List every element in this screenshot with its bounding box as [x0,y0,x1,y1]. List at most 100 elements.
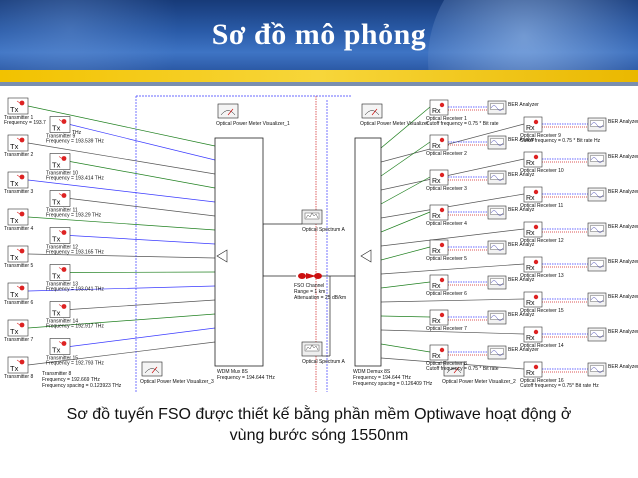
receiver-name: Optical Receiver 14 [520,343,564,349]
transmitter-frequency: Frequency = 193.165 THz [46,250,104,256]
ber-analyzer-left: BER Analyzer [487,345,539,360]
receiver-name: Optical Receiver 13 [520,273,564,279]
receiver-name: Optical Receiver 2 [426,151,467,157]
laser-icon [19,100,25,106]
laser-ray [58,119,63,122]
receiver-cutoff: Cutoff frequency = 0.75 * Bit rate [426,121,499,127]
laser-ray [58,156,63,159]
ber-screen [490,278,504,285]
receiver-cutoff: Cutoff frequency = 0.75 * Bit rate [426,366,499,372]
meter-label: Optical Power Meter Visualizer [360,121,429,127]
tx-icon-label: Tx [10,179,19,188]
laser-ray [16,137,21,141]
tx-icon-label: Tx [52,124,61,133]
receiver-name: Optical Receiver 10 [520,168,564,174]
header-accent-band [0,70,638,82]
demux-to-rx-wire-right [380,193,525,219]
ber-analyzer-left: BER Analyz [487,170,535,185]
receiver-name: Optical Receiver 6 [426,291,467,297]
laser-icon [19,322,25,328]
ber-analyzer-right: BER Analyzer_9 [587,117,638,132]
caption-line-1: Sơ đồ tuyến FSO được thiết kế bằng phần … [66,406,572,423]
wdm-demux-box [354,137,382,367]
ber-analyzer-left: BER Analyz [487,135,535,150]
tx-icon-label: Tx [10,105,19,114]
receiver-name: Optical Receiver 12 [520,238,564,244]
laser-ray [16,100,21,104]
ber-eye [590,297,604,303]
slide-caption: Sơ đồ tuyến FSO được thiết kế bằng phần … [0,404,638,446]
laser-icon [61,267,67,272]
mux-name: WDM Mux 8S [217,369,249,375]
receiver-name: Optical Receiver 11 [520,203,563,209]
ber-analyzer-right: BER Analyzer_10 [587,152,638,167]
laser-ray [16,248,21,252]
ber-label: BER Analyzer_13 [608,259,638,265]
fso-transmit-lens [298,273,306,279]
transmitter-name: Transmitter 13 [46,282,78,288]
laser-ray [58,341,63,344]
ber-label: BER Analyz [508,137,535,143]
ber-label: BER Analyzer [508,102,539,108]
ber-analyzer-left: BER Analyz [487,205,535,220]
ber-label: BER Analyzer_15 [608,329,638,335]
transmitter-name: Transmitter 8 [42,371,71,377]
demux-to-rx-wire-right [380,263,525,275]
photodiode-icon [533,259,539,265]
ber-eye [590,262,604,268]
transmitter-name: Transmitter 10 [46,171,78,177]
ber-label: BER Analyz [508,207,535,213]
photodiode-icon [439,207,445,213]
receiver-name: Optical Receiver 16 [520,378,564,384]
transmitter-name: Transmitter 14 [46,319,78,325]
transmitter-frequency: Frequency = 193.041 THz [46,287,104,293]
rx-icon-label: Rx [432,213,441,220]
ber-label: BER Analyzer_14 [608,294,638,300]
optical-power-meter-3: Optical Power Meter Visualizer_3 [140,361,214,385]
rx-icon-label: Rx [432,353,441,360]
ber-eye [590,227,604,233]
ber-analyzer-left: BER Analyzer [487,100,539,115]
meter-needle [151,366,158,374]
photodiode-icon [439,277,445,283]
photodiode-icon [533,189,539,195]
ber-label: BER Analyzer_10 [608,154,638,160]
meter-dial [364,110,380,116]
receiver-name: Optical Receiver 7 [426,326,467,332]
transmitter-name: Transmitter 6 [4,300,33,306]
photodiode-icon [439,242,445,248]
receiver-name: Optical Receiver 4 [426,221,467,227]
ber-analyzer-right: BER Analyzer_13 [587,257,638,272]
ber-label: BER Analyz [508,172,535,178]
demux-to-rx-wire-right [380,329,525,335]
ber-label: BER Analyzer_12 [608,224,638,230]
rx-icon-label: Rx [526,300,535,307]
photodiode-icon [439,137,445,143]
photodiode-icon [533,329,539,335]
tx-to-mux-wire [69,161,216,189]
demux-to-rx-wire [380,176,431,205]
demux-to-rx-wire-right [380,123,525,163]
ber-screen [490,243,504,250]
ber-label: BER Analyzer [508,347,539,353]
tx-to-mux-wire [69,198,216,217]
ber-screen [490,173,504,180]
ber-eye [590,122,604,128]
meter-dial [144,368,160,374]
ber-analyzer-right: BER Analyzer_14 [587,292,638,307]
photodiode-icon [533,364,539,370]
demux-to-rx-wire [380,141,431,177]
ber-label: BER Analyzer_11 [608,189,638,195]
ber-screen [590,260,604,267]
